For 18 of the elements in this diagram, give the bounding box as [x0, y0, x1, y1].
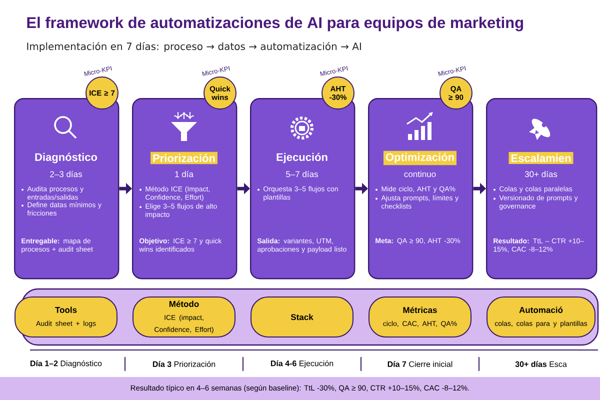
pill-label: Stack [250, 296, 354, 338]
step-title: Optimización [383, 150, 457, 166]
duration-text: 2–3 días [50, 170, 82, 178]
timeline-label: Día 3 Priorización [152, 361, 216, 367]
duration-text: 30+ días [524, 170, 558, 178]
step-title: Ejecución [276, 152, 328, 164]
duration-text: continuo [404, 170, 436, 178]
step-title: Escalamien [508, 152, 574, 164]
step-title: Diagnóstico [35, 152, 98, 164]
duration-text: 1 día [175, 170, 194, 178]
timeline-label: Día 1–2 Diagnóstico [30, 360, 102, 368]
title: El framework de automatizaciones de AI para equipos de marketing [27, 16, 523, 32]
timeline-label: 30+ días Esca [515, 361, 567, 367]
duration-text: 5–7 días [286, 170, 318, 178]
timeline-label: Día 4-6 Ejecución [270, 360, 334, 368]
timeline-label: Día 7 Cierre inicial [388, 361, 452, 367]
subtitle: Implementación en 7 días: proceso → datos → automatización → AI [27, 42, 361, 52]
step-title: Priorización [150, 152, 218, 164]
